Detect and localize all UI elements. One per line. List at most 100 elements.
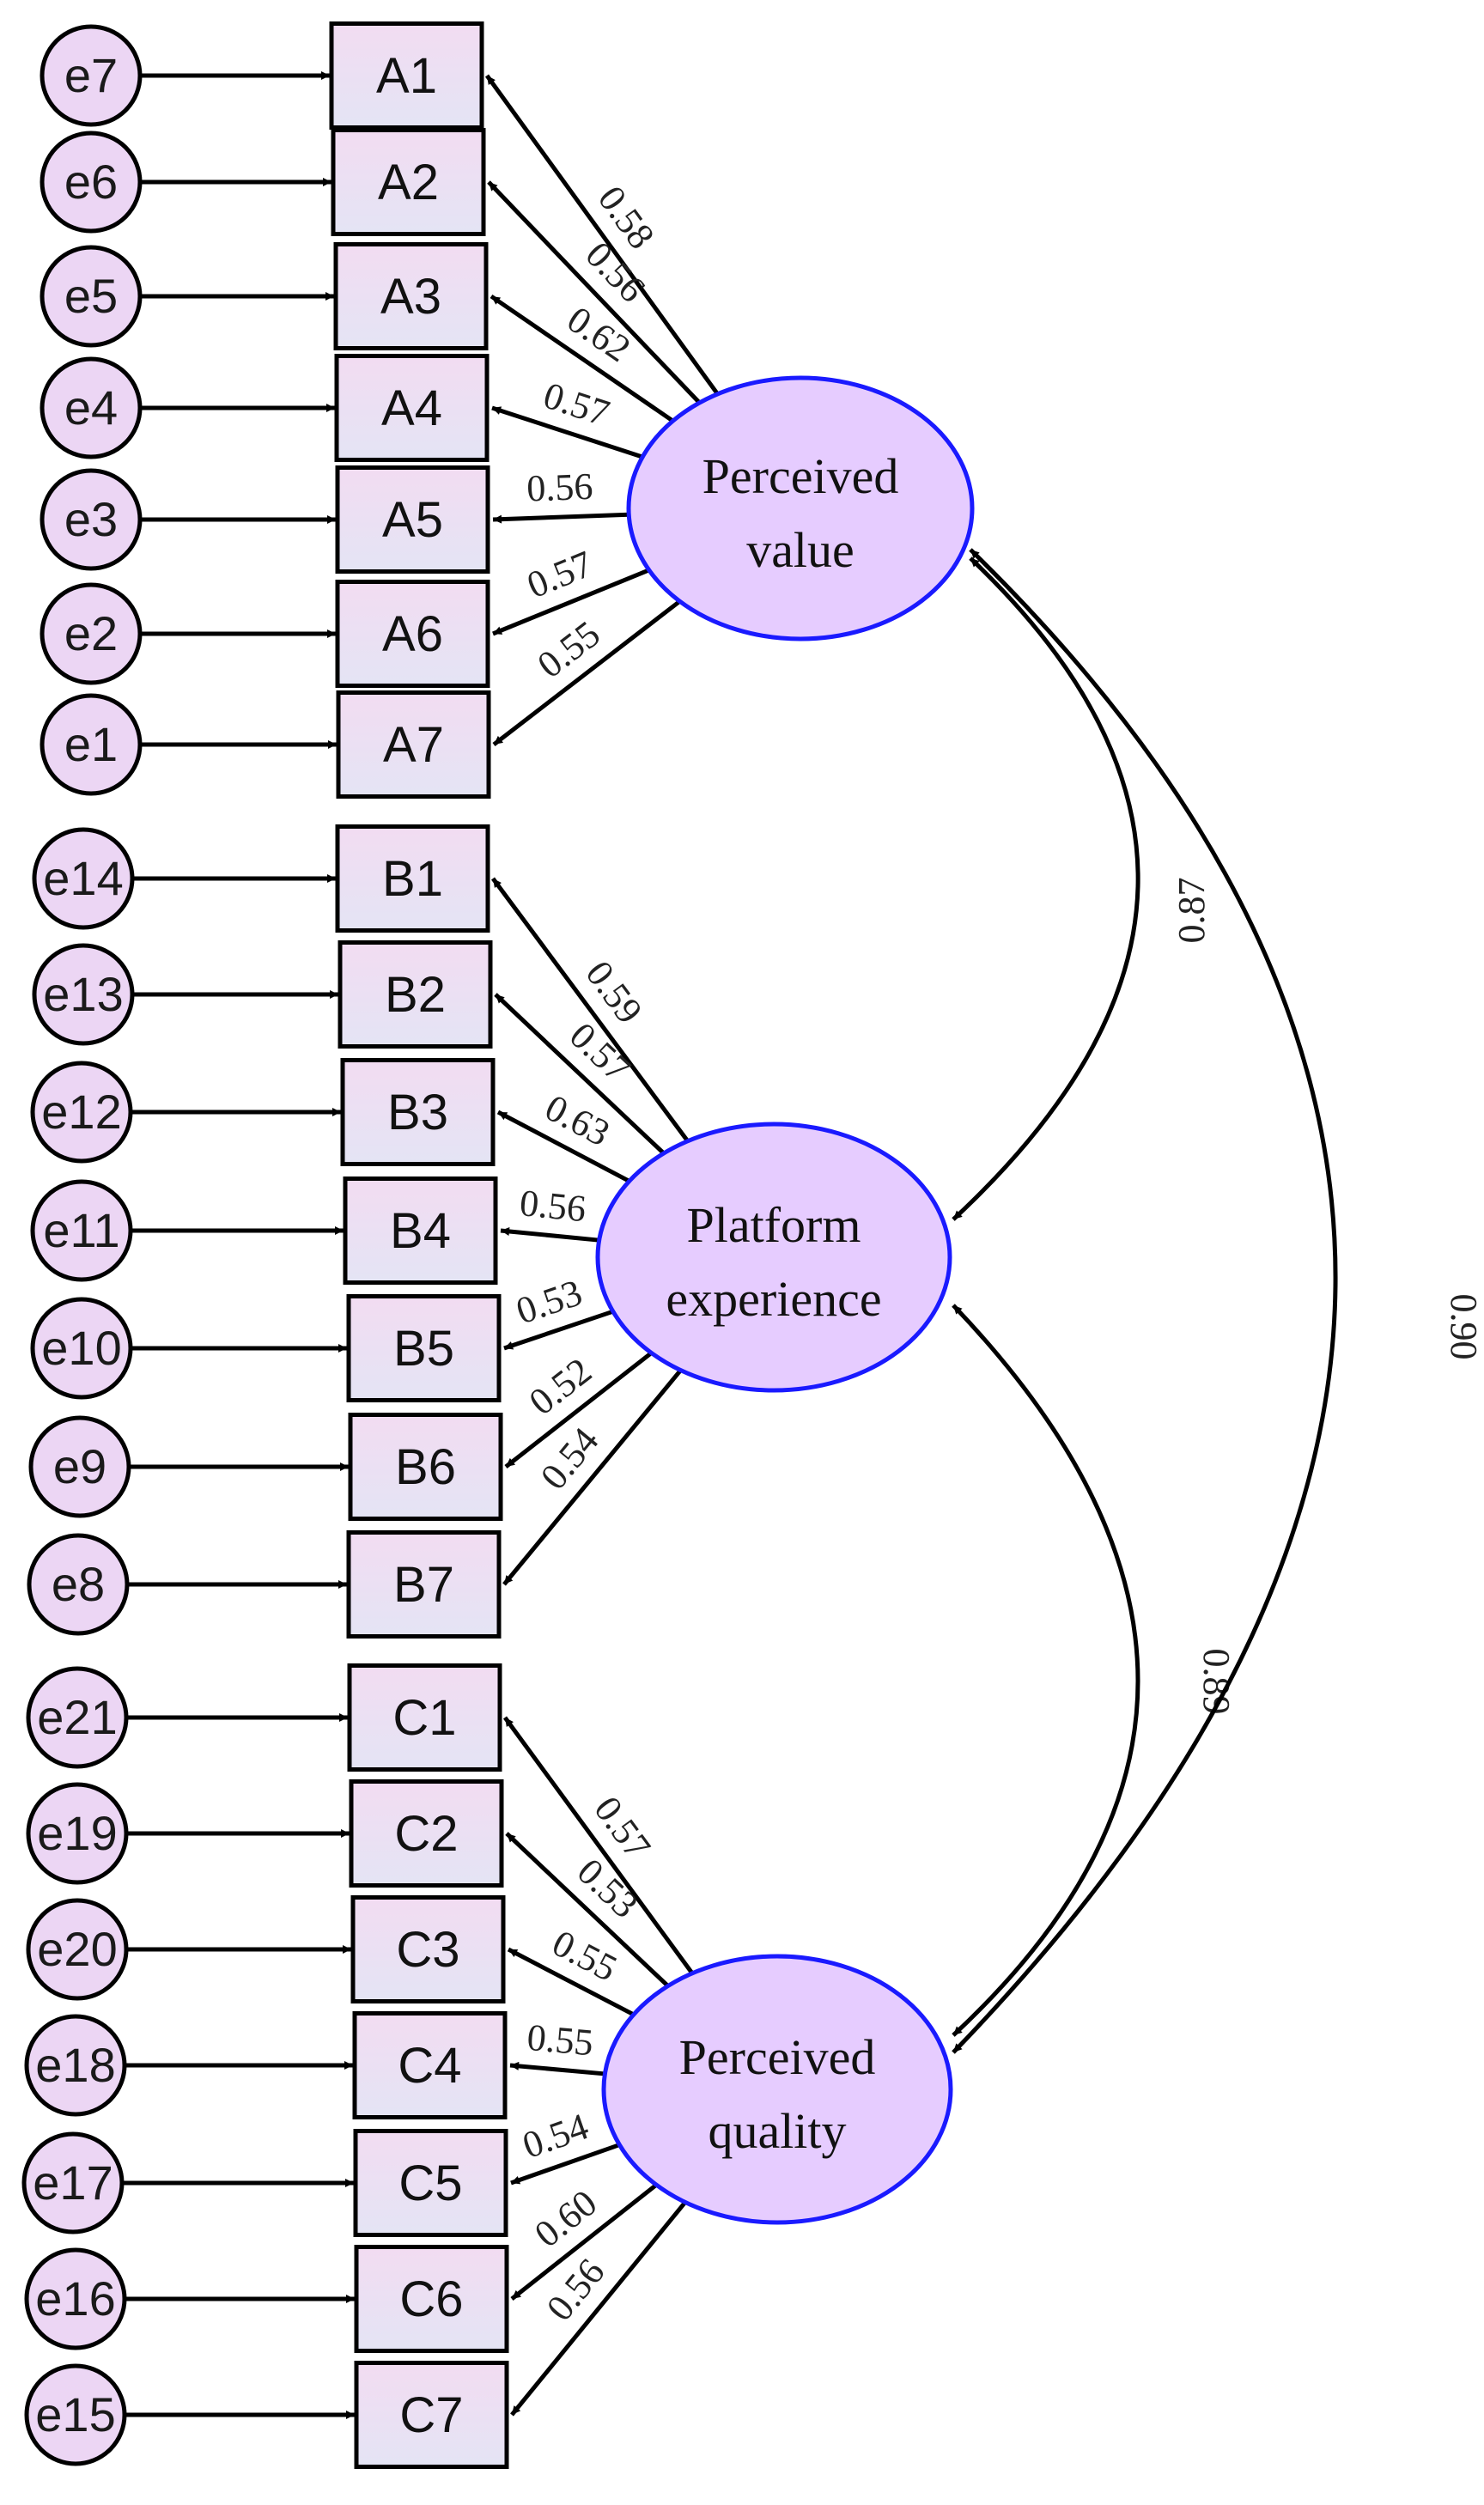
loading-arrow bbox=[500, 1226, 599, 1243]
indicator-label: C3 bbox=[396, 1922, 459, 1978]
indicator-box bbox=[348, 1413, 503, 1521]
latent-factor-label: Perceived bbox=[679, 2029, 876, 2085]
indicator-label: C1 bbox=[392, 1690, 456, 1746]
error-term-label: e20 bbox=[37, 1922, 117, 1976]
error-term-circle bbox=[32, 943, 135, 1046]
error-term-circle bbox=[26, 1898, 129, 2001]
indicator-box bbox=[335, 465, 490, 574]
indicator-label: B3 bbox=[387, 1085, 448, 1140]
error-term-label: e7 bbox=[64, 48, 118, 102]
loading-arrow bbox=[491, 405, 643, 459]
latent-factor-label: Perceived bbox=[702, 448, 899, 504]
indicator-box bbox=[334, 354, 490, 462]
indicator-box bbox=[336, 690, 491, 799]
loading-arrow bbox=[492, 599, 682, 746]
loading-coefficient: 0.60 bbox=[526, 2181, 605, 2255]
error-term-circle bbox=[26, 1782, 129, 1885]
error-term-label: e10 bbox=[41, 1321, 121, 1375]
indicator-label: C4 bbox=[398, 2038, 461, 2094]
error-term-circle bbox=[30, 1061, 133, 1164]
error-term-circle bbox=[40, 582, 143, 685]
latent-factor-label: Platform bbox=[687, 1197, 861, 1253]
loading-arrow bbox=[492, 568, 650, 636]
indicator-label: B2 bbox=[385, 967, 446, 1023]
latent-factor-label: experience bbox=[666, 1271, 881, 1327]
correlation-pv-pq-curve bbox=[952, 548, 1338, 2054]
indicator-box bbox=[340, 1058, 496, 1166]
indicator-label: C6 bbox=[399, 2271, 463, 2327]
error-term-circle bbox=[30, 1179, 133, 1282]
indicator-label: B1 bbox=[382, 851, 443, 907]
error-term-label: e4 bbox=[64, 380, 118, 435]
error-term-label: e6 bbox=[64, 155, 118, 209]
indicator-label: A6 bbox=[382, 606, 443, 662]
loading-arrow bbox=[502, 1368, 683, 1586]
error-layer bbox=[122, 71, 355, 2419]
indicator-label: A2 bbox=[378, 155, 439, 210]
loading-coefficient: 0.52 bbox=[521, 1350, 599, 1424]
loading-arrow bbox=[510, 2200, 687, 2417]
indicator-box bbox=[353, 2129, 508, 2237]
indicator-label: C2 bbox=[394, 1806, 458, 1862]
latent-factor-label: value bbox=[746, 522, 855, 578]
indicator-box bbox=[343, 1176, 498, 1285]
error-term-circle bbox=[26, 1666, 129, 1769]
indicator-box bbox=[354, 2361, 509, 2469]
correlation-layer: 0.870.890.90 bbox=[952, 548, 1484, 2054]
latent-factor-ellipse bbox=[595, 1122, 952, 1393]
indicator-box bbox=[331, 128, 486, 236]
error-term-circle bbox=[40, 693, 143, 796]
error-term-circle bbox=[40, 24, 143, 127]
error-term-circle bbox=[27, 1533, 130, 1636]
loading-arrow bbox=[503, 1309, 614, 1351]
indicator-box bbox=[333, 242, 489, 350]
error-term-label: e11 bbox=[43, 1203, 119, 1257]
error-term-label: e18 bbox=[35, 2038, 115, 2092]
correlation-pv-pq-value: 0.90 bbox=[1443, 1294, 1484, 1360]
error-term-label: e19 bbox=[37, 1806, 117, 1860]
error-term-circle bbox=[40, 468, 143, 571]
indicator-box bbox=[347, 1663, 502, 1772]
indicator-box bbox=[346, 1530, 502, 1639]
error-term-circle bbox=[40, 131, 143, 234]
loading-coefficient: 0.53 bbox=[569, 1851, 647, 1927]
correlation-pv-pe-curve bbox=[952, 556, 1140, 1221]
error-term-label: e1 bbox=[64, 717, 118, 771]
loading-arrow bbox=[507, 1947, 636, 2017]
loading-arrow bbox=[492, 512, 629, 524]
latent-factor-ellipse bbox=[601, 1954, 953, 2225]
indicator-label: C7 bbox=[399, 2387, 463, 2443]
loading-coefficient: 0.55 bbox=[526, 2016, 595, 2064]
loading-coefficient: 0.62 bbox=[560, 298, 638, 370]
loading-arrow bbox=[494, 993, 666, 1155]
error-term-circle bbox=[40, 356, 143, 459]
error-term-label: e2 bbox=[64, 606, 118, 660]
indicator-box bbox=[352, 2011, 508, 2119]
error-term-label: e14 bbox=[43, 851, 123, 905]
loading-arrow bbox=[509, 2061, 605, 2076]
error-term-label: e5 bbox=[64, 269, 118, 323]
indicator-label: A4 bbox=[381, 380, 442, 436]
indicator-box bbox=[335, 580, 490, 688]
loading-arrow bbox=[490, 877, 690, 1143]
indicator-box bbox=[350, 1895, 506, 2003]
error-term-label: e13 bbox=[43, 967, 123, 1021]
error-term-circle bbox=[40, 245, 143, 348]
indicator-box bbox=[335, 824, 490, 933]
loading-arrow bbox=[505, 1832, 670, 1988]
error-term-label: e8 bbox=[52, 1557, 105, 1611]
loading-coefficient: 0.54 bbox=[532, 1420, 607, 1498]
error-term-circle bbox=[30, 1297, 133, 1400]
error-term-circle bbox=[24, 2363, 127, 2466]
indicator-box bbox=[346, 1294, 502, 1402]
correlation-pv-pe-value: 0.87 bbox=[1171, 878, 1213, 944]
indicator-label: A5 bbox=[382, 492, 443, 548]
error-term-circle bbox=[28, 1415, 131, 1518]
error-term-circle bbox=[24, 2247, 127, 2350]
indicator-box bbox=[338, 940, 493, 1049]
error-term-circle bbox=[32, 827, 135, 930]
indicator-label: B5 bbox=[393, 1321, 454, 1377]
error-term-label: e17 bbox=[33, 2155, 113, 2210]
